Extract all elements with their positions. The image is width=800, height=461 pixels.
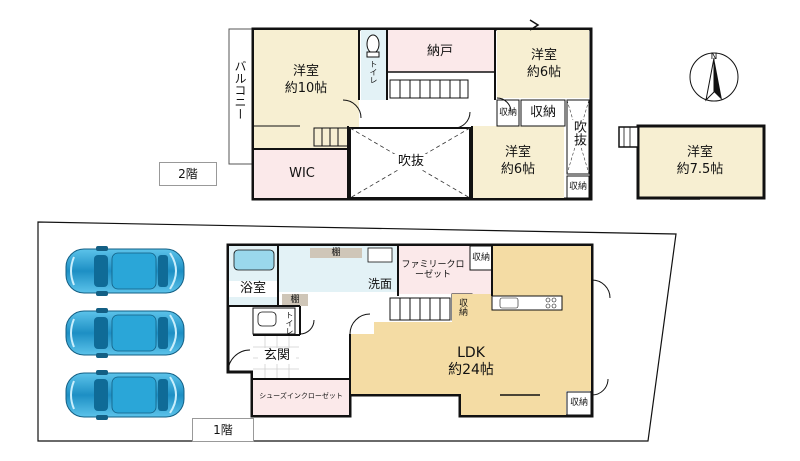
room-nando-label: 納戸 [426,44,453,59]
room-toilet2-label: トイレ [369,60,378,84]
storage2a-label: 収納 [498,108,517,118]
room-western6b-size: 約6帖 [500,162,536,177]
storage2c-label: 収納 [568,182,587,192]
room-family-closet-label: ファミリークローゼット [401,260,465,280]
room-western6a-name: 洋室 [530,48,557,63]
room-washroom-label: 洗面 [367,277,392,291]
storage1a-label: 収納 [471,253,490,263]
room-western10-name: 洋室 [292,64,319,79]
room-western10-size: 約10帖 [284,81,328,96]
room-western6a-size: 約6帖 [526,65,562,80]
floor1-plan [37,221,677,442]
north-arrow-icon [689,52,739,102]
storage1b-label: 収納 [457,298,467,316]
storage1c-label: 収納 [569,398,588,408]
parking-car-3 [65,369,185,421]
balcony-label: バルコニー [233,60,247,120]
shelf-b-label: 棚 [290,295,300,305]
room-toilet1-label: トイレ [285,311,294,335]
room-wic-label: WIC [289,166,315,181]
floor2-label: 2階 [159,162,217,186]
parking-car-1 [65,245,185,297]
floor1-label: 1階 [192,418,254,442]
room-bath-label: 浴室 [229,281,277,297]
room-shoes-closet-label: シューズインクローゼット [259,392,343,400]
void2-label: 吹抜 [570,120,586,146]
floor2-plan [228,19,766,201]
parking-car-2 [65,307,185,359]
room-ldk-name: LDK [457,345,485,361]
room-western75-name: 洋室 [686,145,713,160]
compass-label: N [710,52,718,62]
void-label: 吹抜 [386,154,436,170]
room-western75-size: 約7.5帖 [676,162,724,177]
room-entrance-label: 玄関 [258,348,296,364]
room-western6b-name: 洋室 [504,145,531,160]
storage2b-label: 収納 [529,105,556,120]
shelf-a-label: 棚 [331,248,341,258]
room-ldk-size: 約24帖 [448,362,494,378]
